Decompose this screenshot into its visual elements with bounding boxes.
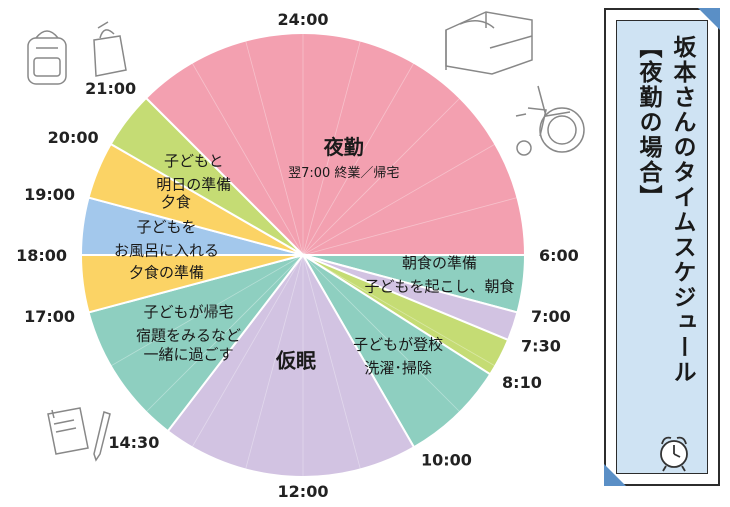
bag-icon	[93, 21, 127, 77]
pie-slice-4	[302, 254, 492, 449]
tick-label: 17:00	[24, 307, 75, 326]
hour-gridline	[110, 143, 304, 256]
hour-gridline	[145, 97, 304, 256]
title-card: 坂本さんのタイムスケジュール 【夜勤の場合】	[604, 8, 720, 486]
backpack-icon	[27, 30, 67, 85]
hour-gridline	[302, 97, 461, 256]
pie-slice-5	[166, 253, 416, 478]
tick-label: 20:00	[48, 128, 99, 147]
slice-label: 夜勤	[323, 135, 364, 159]
chart-subtitle: 【夜勤の場合】	[635, 35, 661, 210]
pie-slice-0	[144, 32, 527, 256]
alarm-clock-icon	[660, 436, 688, 472]
slice-label: 子どもが帰宅	[144, 303, 234, 321]
tick-label: 18:00	[16, 246, 67, 265]
slice-label: 仮眠	[275, 348, 316, 372]
slice-label: 翌7:00 終業／帰宅	[288, 165, 399, 181]
hour-gridline	[302, 40, 361, 256]
bed-icon	[445, 11, 533, 75]
tick-label: 6:00	[539, 246, 579, 265]
slice-label: 子どもが登校	[353, 335, 443, 353]
tick-label: 14:30	[108, 433, 159, 452]
pencil-icon	[93, 411, 111, 462]
slice-label: 夕食の準備	[129, 263, 204, 281]
chart-title: 坂本さんのタイムスケジュール	[669, 35, 695, 385]
slice-label: 明日の準備	[156, 176, 231, 194]
hour-gridline	[110, 254, 304, 367]
wheelchair-icon	[515, 85, 585, 156]
hour-gridline	[191, 62, 304, 256]
hour-gridline	[88, 254, 304, 313]
hour-gridline	[302, 254, 415, 448]
hour-gridline	[302, 62, 415, 256]
hour-gridline	[302, 254, 461, 413]
tick-label: 12:00	[278, 482, 329, 501]
slice-label: 夕食	[161, 193, 191, 211]
hour-gridline	[88, 197, 304, 256]
slice-label: 子どもを起こし、朝食	[364, 277, 514, 295]
slice-label: 朝食の準備	[402, 254, 477, 272]
notebook-icon	[47, 407, 89, 455]
hour-gridline	[302, 254, 496, 367]
slice-label: 洗濯･掃除	[364, 359, 432, 377]
time-schedule-pie-chart: 24:00 6:00 7:00 7:30 8:10 10:00 12:00 14:30 17:0…	[16, 10, 585, 501]
tick-label: 7:30	[521, 336, 561, 355]
tick-label: 21:00	[85, 79, 136, 98]
tick-label: 24:00	[278, 10, 329, 29]
pie-slice-10	[109, 96, 304, 256]
slice-label: 子どもと	[164, 152, 224, 170]
tick-label: 8:10	[502, 373, 542, 392]
hour-gridline	[302, 143, 496, 256]
hour-gridline	[191, 254, 304, 448]
hour-gridline	[302, 254, 361, 470]
hour-gridline	[302, 197, 518, 256]
hour-gridline	[145, 254, 304, 413]
slice-label: お風呂に入れる	[114, 242, 219, 260]
slice-label: 宿題をみるなど	[136, 326, 241, 344]
hour-gridline	[245, 40, 304, 256]
hour-gridline	[245, 254, 304, 470]
title-panel: 坂本さんのタイムスケジュール 【夜勤の場合】	[616, 20, 708, 474]
hour-gridline	[302, 254, 518, 313]
tick-label: 19:00	[24, 185, 75, 204]
slice-label: 一緒に過ごす	[143, 345, 233, 363]
slice-label: 子どもを	[137, 218, 197, 236]
tick-label: 10:00	[421, 450, 472, 469]
tick-label: 7:00	[531, 307, 571, 326]
